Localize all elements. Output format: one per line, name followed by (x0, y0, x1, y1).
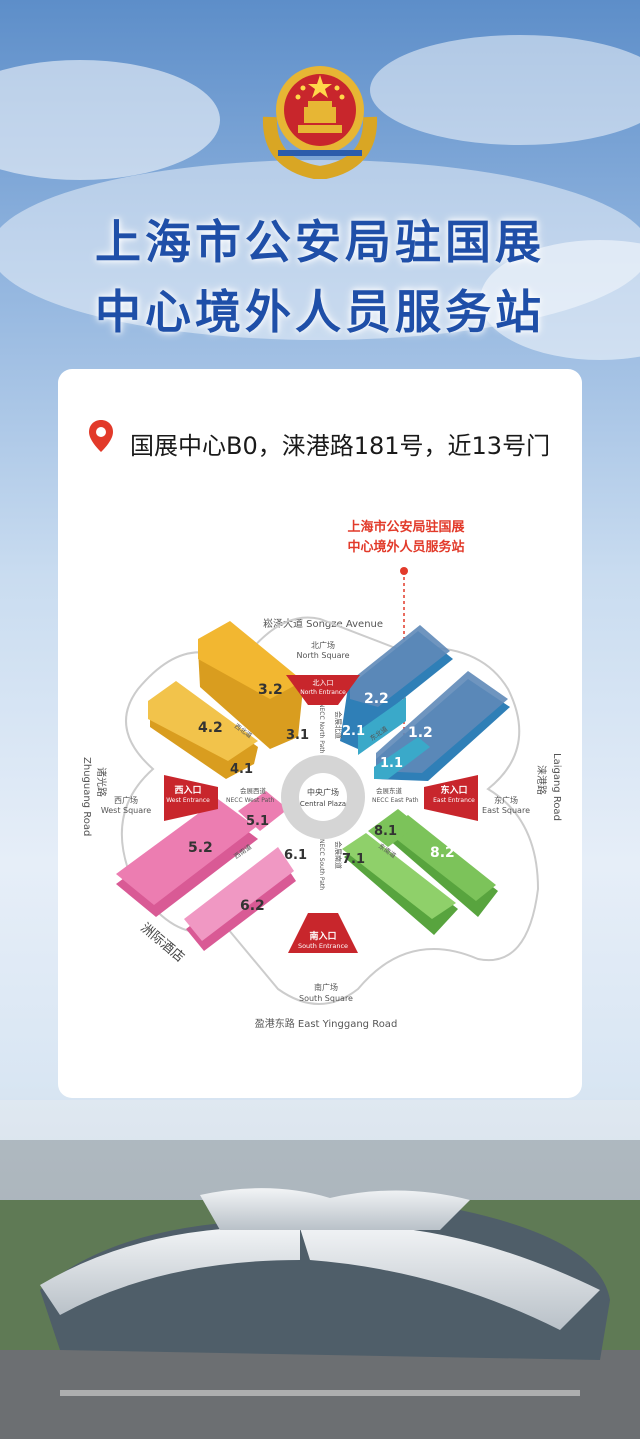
road-west-en: Zhuguang Road (81, 757, 92, 836)
venue-map: 上海市公安局驻国展 中心境外人员服务站 崧泽大道 Songze Avenue 盈… (81, 519, 562, 1030)
callout-line-2: 中心境外人员服务站 (347, 539, 464, 555)
east-square-cn: 东广场 (494, 795, 518, 805)
east-square-en: East Square (482, 806, 530, 815)
hall-8-1: 8.1 (374, 824, 397, 839)
venue-outline (120, 616, 540, 1005)
hall-4-2: 4.2 (198, 720, 223, 736)
hall-4-1: 4.1 (230, 762, 253, 777)
north-entrance-en: North Entrance (300, 689, 346, 696)
hall-5-2: 5.2 (188, 840, 213, 856)
hall-7-2: 7.2 (386, 911, 411, 927)
west-entrance-en: West Entrance (166, 797, 210, 804)
hall-3-1: 3.1 (286, 728, 309, 743)
east-entrance-marker (424, 775, 478, 821)
venue-aerial-photo (0, 1100, 640, 1439)
road-east-en: Laigang Road (551, 753, 562, 821)
hall-1-2: 1.2 (408, 725, 433, 741)
path-north-cn: 会展北道 (334, 711, 343, 739)
hall-6-1: 6.1 (284, 848, 307, 863)
zone-yellow (148, 621, 303, 779)
path-south-cn: 会展南道 (334, 841, 343, 869)
east-entrance-en: East Entrance (433, 797, 475, 804)
east-entrance-cn: 东入口 (440, 784, 467, 796)
south-entrance-cn: 南入口 (309, 930, 336, 942)
zone-pink (116, 791, 296, 951)
south-square-cn: 南广场 (314, 982, 338, 992)
west-entrance-marker (164, 775, 218, 821)
south-square-en: South Square (299, 994, 353, 1003)
west-square-cn: 西广场 (114, 795, 138, 805)
road-west-cn: 诸光路 (95, 767, 108, 797)
zone-green (342, 809, 498, 935)
road-south: 盈港东路 East Yinggang Road (255, 1017, 398, 1030)
path-west-cn: 会展西道 (240, 786, 267, 795)
title-line-2: 中心境外人员服务站 (95, 285, 545, 339)
hall-5-1: 5.1 (246, 814, 269, 829)
location-pin-icon (89, 420, 113, 452)
hall-1-1: 1.1 (380, 756, 403, 771)
north-square-cn: 北广场 (311, 640, 335, 650)
hall-2-2: 2.2 (364, 691, 389, 707)
hall-6-2: 6.2 (240, 898, 265, 914)
map-card: 国展中心B0，涞港路181号，近13号门 上海市公安局驻国展 中心境外人员服务站… (58, 369, 582, 1098)
south-entrance-marker (288, 913, 358, 953)
hall-7-1: 7.1 (342, 852, 365, 867)
path-east-cn: 会展东道 (376, 786, 403, 795)
zone-blue (340, 625, 510, 781)
address-text: 国展中心B0，涞港路181号，近13号门 (130, 432, 551, 460)
road-east-cn: 涞港路 (535, 765, 548, 795)
north-square-en: North Square (296, 651, 349, 660)
police-emblem (262, 66, 378, 179)
path-east-en: NECC East Path (372, 797, 419, 804)
hall-3-2: 3.2 (258, 682, 283, 698)
title-line-1: 上海市公安局驻国展 (95, 215, 545, 269)
north-entrance-cn: 北入口 (313, 679, 334, 687)
west-square-en: West Square (101, 806, 151, 815)
south-entrance-en: South Entrance (298, 942, 348, 950)
west-entrance-cn: 西入口 (174, 785, 201, 796)
north-entrance-marker (286, 675, 360, 705)
path-south-en: NECC South Path (318, 839, 325, 890)
hall-2-1: 2.1 (342, 724, 365, 739)
hall-8-2: 8.2 (430, 845, 455, 861)
path-north-en: NECC North Path (318, 703, 325, 754)
path-west-en: NECC West Path (226, 797, 275, 804)
central-plaza-en: Central Plaza (300, 800, 346, 808)
callout-line-1: 上海市公安局驻国展 (347, 519, 465, 535)
central-plaza-cn: 中央广场 (307, 787, 339, 797)
